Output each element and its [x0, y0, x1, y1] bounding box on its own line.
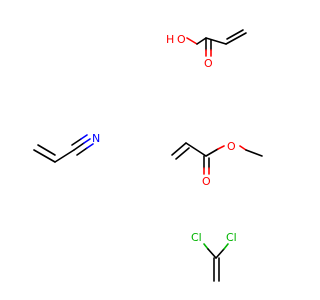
- atom-cl1: Cl: [191, 231, 202, 244]
- bond-ch2-ch-2: [37, 144, 56, 156]
- bond-c-oester: [205, 148, 219, 157]
- molecule-methyl-acrylate: O O: [171, 140, 263, 188]
- atom-cl2: Cl: [226, 231, 237, 244]
- atom-h: H: [166, 33, 174, 46]
- bond-c-cl2: [215, 248, 225, 259]
- bond-c-c: [205, 37, 227, 45]
- bond-oh-c: [196, 37, 207, 45]
- bond-o-ch3: [239, 145, 247, 151]
- bond-o-ch3: [245, 149, 263, 157]
- atom-o-carbonyl: O: [204, 57, 213, 70]
- bond-ch2-ch-1: [33, 149, 56, 163]
- bond-ch2-ch-1: [171, 142, 187, 156]
- bond-c-cl2: [223, 243, 229, 250]
- bond-cn-1: [73, 142, 85, 151]
- bond-c-cl1: [203, 243, 209, 250]
- bond-oh-c: [186, 37, 198, 45]
- bond-ch2-ch-2: [175, 147, 190, 160]
- bond-c-oester: [217, 145, 225, 150]
- bond-cn-1: [83, 138, 91, 144]
- bond-cn-2: [76, 147, 88, 156]
- bond-cn-3: [71, 138, 82, 146]
- molecule-vinylidene-chloride: Cl Cl: [191, 231, 237, 282]
- bond-c-ch2-1: [225, 32, 247, 45]
- bond-c-cl1: [207, 248, 217, 259]
- atom-o-hydroxyl: O: [177, 33, 186, 46]
- molecule-acrylic-acid: H O O: [166, 29, 247, 70]
- molecule-acrylonitrile: N: [33, 132, 100, 163]
- bond-ch-c: [54, 149, 75, 163]
- structure-canvas: H O O N O O Cl: [33, 29, 263, 282]
- atom-n: N: [92, 132, 100, 145]
- atom-o-ester: O: [227, 140, 236, 153]
- atom-o-carbonyl: O: [202, 175, 211, 188]
- bond-cn-2: [86, 143, 94, 149]
- bond-ch-c: [185, 142, 207, 157]
- bond-cn-3: [80, 134, 88, 140]
- bond-c-ch2-2: [226, 29, 244, 40]
